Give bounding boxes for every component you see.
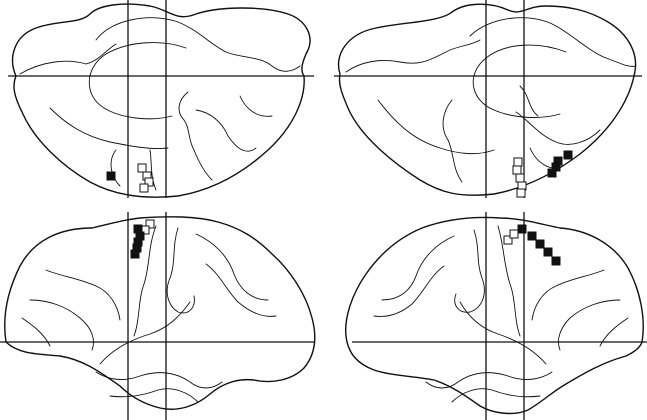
bottom-left-temporal-sulcus	[110, 389, 198, 402]
panel-top-left-ventral	[8, 0, 314, 198]
top-right-sulcus-b	[443, 100, 462, 182]
filled-marker	[552, 257, 560, 265]
top-left-sulcus-b	[179, 92, 212, 180]
top-left-inner-arc	[96, 18, 300, 72]
open-marker	[516, 174, 524, 182]
filled-marker	[564, 151, 572, 159]
top-left-sulcus-d	[240, 96, 272, 116]
markers-top-left	[107, 164, 153, 192]
bottom-left-frontal-2	[206, 264, 276, 316]
top-right-brain-outline	[339, 4, 636, 195]
top-right-inner-arc	[470, 18, 636, 67]
bottom-left-brain-outline	[5, 217, 315, 409]
top-right-midline-curve	[346, 40, 480, 72]
bottom-right-parietal-1	[532, 270, 604, 320]
markers-bottom-right	[504, 225, 560, 265]
filled-marker	[544, 248, 552, 256]
bottom-right-temporal-lobe	[426, 372, 552, 388]
open-marker	[140, 184, 148, 192]
markers-bottom-left	[131, 220, 154, 258]
filled-marker	[528, 232, 536, 240]
top-left-midline-curve	[20, 44, 116, 74]
top-left-brain-outline	[13, 4, 310, 197]
filled-marker	[107, 172, 115, 180]
filled-marker	[548, 169, 556, 177]
panel-top-right-ventral	[334, 0, 642, 198]
bottom-right-precentral	[455, 230, 485, 312]
top-right-sulcus-d	[520, 86, 538, 116]
top-left-sulcus-a	[50, 108, 168, 149]
bottom-left-parietal-1	[46, 270, 120, 320]
bottom-right-frontal-2	[374, 266, 444, 317]
markers-top-right	[513, 151, 572, 197]
top-left-sulcus-f	[111, 150, 120, 186]
bottom-left-precentral	[167, 228, 194, 313]
filled-marker	[518, 225, 526, 233]
top-right-sulcus-a	[378, 100, 494, 154]
top-right-sulcus-c	[516, 112, 600, 144]
bottom-left-temporal-lobe	[96, 372, 222, 388]
filled-marker	[536, 240, 544, 248]
open-marker	[514, 158, 522, 166]
top-right-temporal-loop	[473, 45, 566, 117]
open-marker	[517, 189, 525, 197]
panel-bottom-left-lateral	[0, 212, 315, 420]
open-marker	[138, 164, 146, 172]
panel-bottom-right-lateral	[346, 212, 647, 420]
top-left-sulcus-c	[196, 110, 256, 151]
filled-marker	[131, 250, 139, 258]
bottom-left-frontal-1	[196, 234, 268, 300]
open-marker	[513, 166, 521, 174]
open-marker	[510, 230, 518, 238]
